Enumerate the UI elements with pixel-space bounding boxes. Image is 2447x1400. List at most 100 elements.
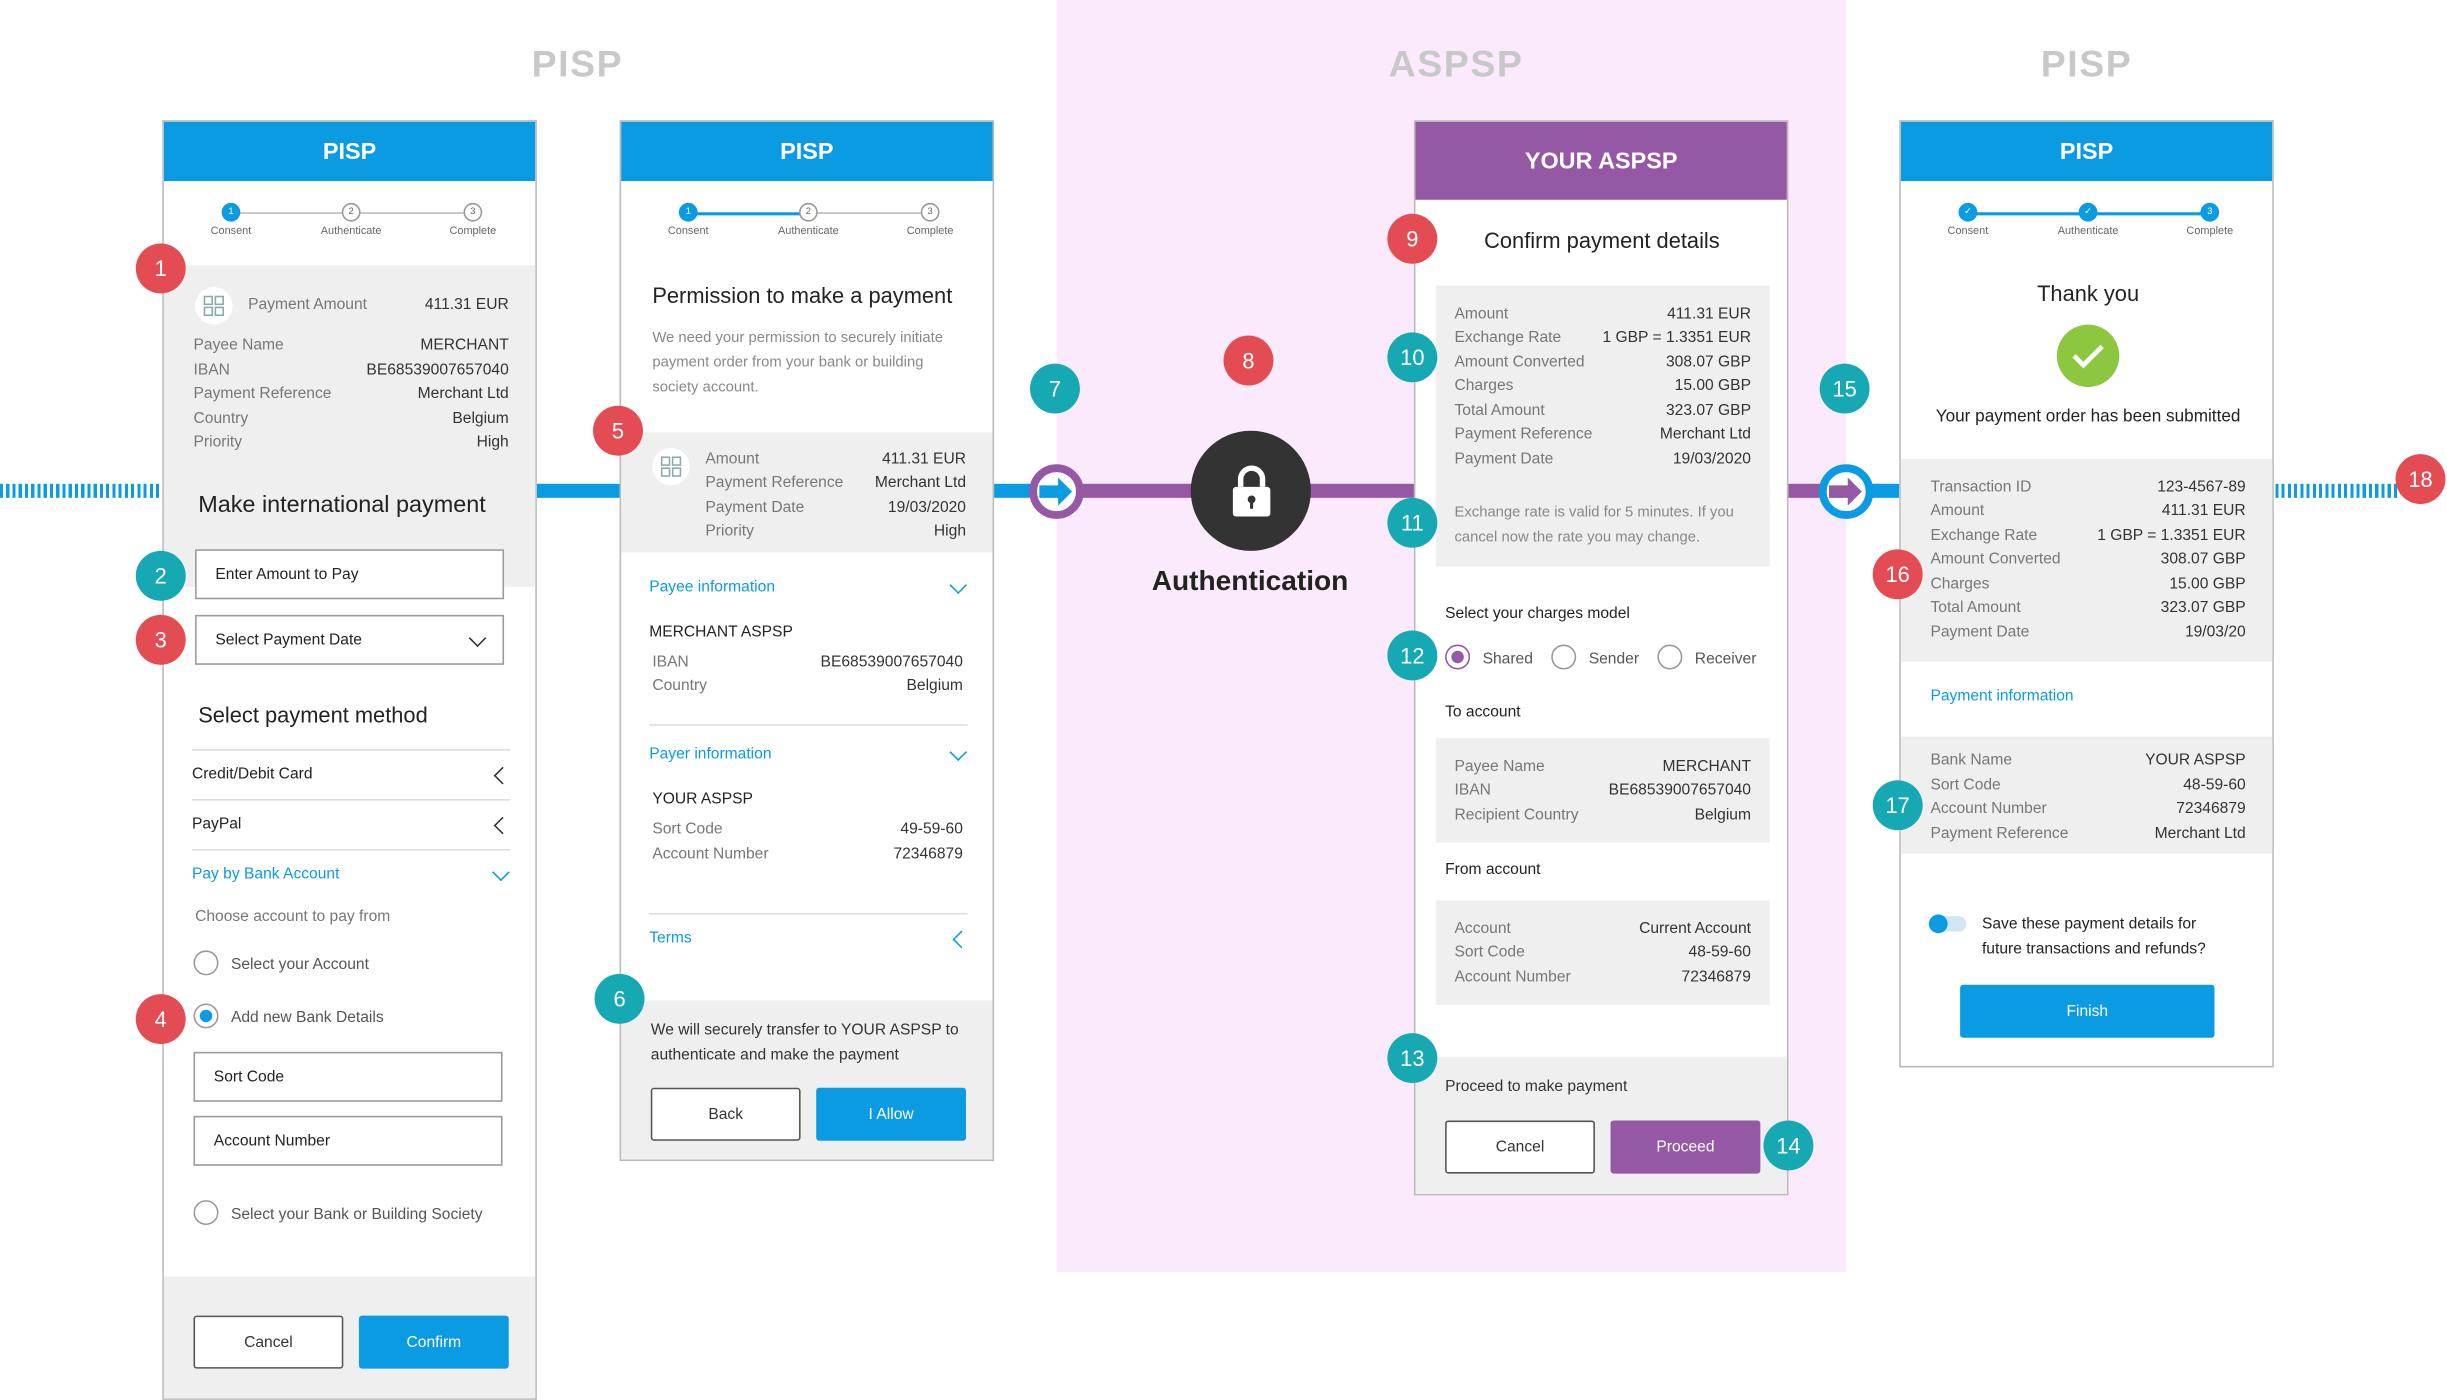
- radio-select-bank[interactable]: [193, 1200, 219, 1226]
- payment-amount-label: Payment Amount: [248, 296, 367, 314]
- payee-key: Country: [652, 677, 707, 695]
- radio-charges-shared[interactable]: [1445, 644, 1471, 670]
- screen2-header: PISP: [621, 121, 993, 182]
- authentication-label: Authentication: [1151, 564, 1349, 597]
- summary-key: Charges: [1930, 575, 1990, 594]
- success-check-icon: [2056, 324, 2120, 388]
- section-title-pisp-left: PISP: [531, 43, 624, 86]
- save-note-line: Save these payment details for: [1981, 916, 2197, 934]
- footer-actions: We will securely transfer to YOUR ASPSP …: [621, 1000, 993, 1160]
- amount-input[interactable]: Enter Amount to Pay: [195, 549, 505, 600]
- flow-line-1: [536, 483, 622, 498]
- cancel-button[interactable]: Cancel: [1445, 1120, 1595, 1174]
- method-paypal[interactable]: PayPal: [191, 816, 242, 834]
- account-number-input[interactable]: Account Number: [193, 1115, 503, 1166]
- bank-key: Bank Name: [1930, 752, 2013, 770]
- to-key: Recipient Country: [1454, 806, 1579, 824]
- step-label-consent: Consent: [667, 226, 709, 238]
- step-marker-16: 16: [1872, 549, 1923, 600]
- step-marker-8: 8: [1223, 335, 1274, 386]
- radio-add-new-bank-label: Add new Bank Details: [230, 1009, 384, 1027]
- chevron-down-icon: [949, 743, 968, 762]
- method-card[interactable]: Credit/Debit Card: [191, 766, 313, 784]
- payer-information-toggle[interactable]: Payer information: [649, 745, 772, 764]
- proceed-button[interactable]: Proceed: [1610, 1120, 1761, 1174]
- step-label-complete: Complete: [906, 226, 954, 238]
- summary-key: Exchange Rate: [1454, 329, 1562, 347]
- intro-line: payment order from your bank or building: [652, 354, 924, 372]
- bank-value: 48-59-60: [2183, 777, 2246, 795]
- charges-sender-label: Sender: [1588, 650, 1640, 668]
- summary-value: Merchant Ltd: [417, 385, 509, 403]
- chevron-left-icon: [493, 816, 512, 835]
- grid-icon: [652, 447, 690, 486]
- summary-key: Payment Date: [705, 499, 805, 517]
- to-value: BE68539007657040: [1608, 781, 1751, 800]
- from-key: Sort Code: [1454, 944, 1525, 962]
- from-value: Current Account: [1639, 920, 1751, 938]
- payee-name: MERCHANT ASPSP: [649, 624, 793, 642]
- payer-value: 49-59-60: [900, 820, 963, 839]
- terms-toggle[interactable]: Terms: [649, 930, 692, 948]
- from-key: Account Number: [1454, 969, 1571, 987]
- step-dot: 1: [221, 202, 241, 222]
- bank-key: Account Number: [1930, 800, 2047, 818]
- method-bank-account[interactable]: Pay by Bank Account: [191, 866, 340, 884]
- step-marker-15: 15: [1819, 363, 1870, 414]
- screen4-header: PISP: [1900, 121, 2273, 182]
- from-value: 72346879: [1681, 969, 1751, 987]
- chevron-left-icon: [493, 766, 512, 785]
- step-label-consent: Consent: [210, 226, 252, 238]
- charges-title: Select your charges model: [1445, 605, 1630, 623]
- summary-key: Total Amount: [1930, 599, 2021, 617]
- transfer-note-line: authenticate and make the payment: [650, 1047, 899, 1065]
- finish-button[interactable]: Finish: [1960, 984, 2215, 1038]
- back-button[interactable]: Back: [650, 1087, 801, 1141]
- step-label-consent: Consent: [1947, 226, 1989, 238]
- rate-note-line: Exchange rate is valid for 5 minutes. If…: [1454, 504, 1734, 522]
- summary-key: Amount: [1930, 502, 1985, 520]
- payment-date-select[interactable]: Select Payment Date: [195, 614, 505, 665]
- payment-information-link[interactable]: Payment information: [1930, 688, 2074, 706]
- summary-key: Amount Converted: [1454, 354, 1585, 372]
- lock-icon: [1190, 430, 1311, 551]
- flow-line-end: [2275, 483, 2401, 498]
- step-marker-18: 18: [2395, 454, 2446, 505]
- step-marker-7: 7: [1029, 363, 1080, 414]
- radio-select-account[interactable]: [193, 950, 219, 976]
- cancel-button[interactable]: Cancel: [193, 1315, 344, 1369]
- step-marker-14: 14: [1763, 1120, 1814, 1171]
- footer-actions: Cancel Confirm: [163, 1276, 536, 1399]
- radio-charges-sender[interactable]: [1551, 644, 1577, 670]
- step-label-authenticate: Authenticate: [2057, 226, 2119, 238]
- summary-key: Transaction ID: [1930, 479, 2032, 497]
- page-title: Make international payment: [198, 491, 486, 519]
- bank-value: Merchant Ltd: [2154, 825, 2246, 843]
- flow-arrow-icon-2: [1818, 464, 1874, 519]
- summary-key: Priority: [705, 522, 754, 540]
- payee-information-toggle[interactable]: Payee information: [649, 578, 776, 597]
- radio-charges-receiver[interactable]: [1657, 644, 1683, 670]
- confirm-button[interactable]: Confirm: [358, 1315, 509, 1369]
- to-account-title: To account: [1445, 703, 1521, 721]
- sort-code-input[interactable]: Sort Code: [193, 1051, 503, 1102]
- radio-add-new-bank[interactable]: [193, 1003, 219, 1029]
- step-dot: 3: [2200, 202, 2220, 222]
- payee-value: Belgium: [906, 677, 963, 695]
- summary-value: Merchant Ltd: [1659, 426, 1751, 444]
- step-marker-1: 1: [135, 243, 186, 294]
- step-label-authenticate: Authenticate: [778, 226, 839, 238]
- save-details-toggle[interactable]: [1928, 914, 1967, 934]
- choose-account-label: Choose account to pay from: [195, 908, 391, 926]
- allow-button[interactable]: I Allow: [816, 1087, 967, 1141]
- intro-line: society account.: [652, 379, 759, 397]
- summary-value: 411.31 EUR: [882, 451, 967, 469]
